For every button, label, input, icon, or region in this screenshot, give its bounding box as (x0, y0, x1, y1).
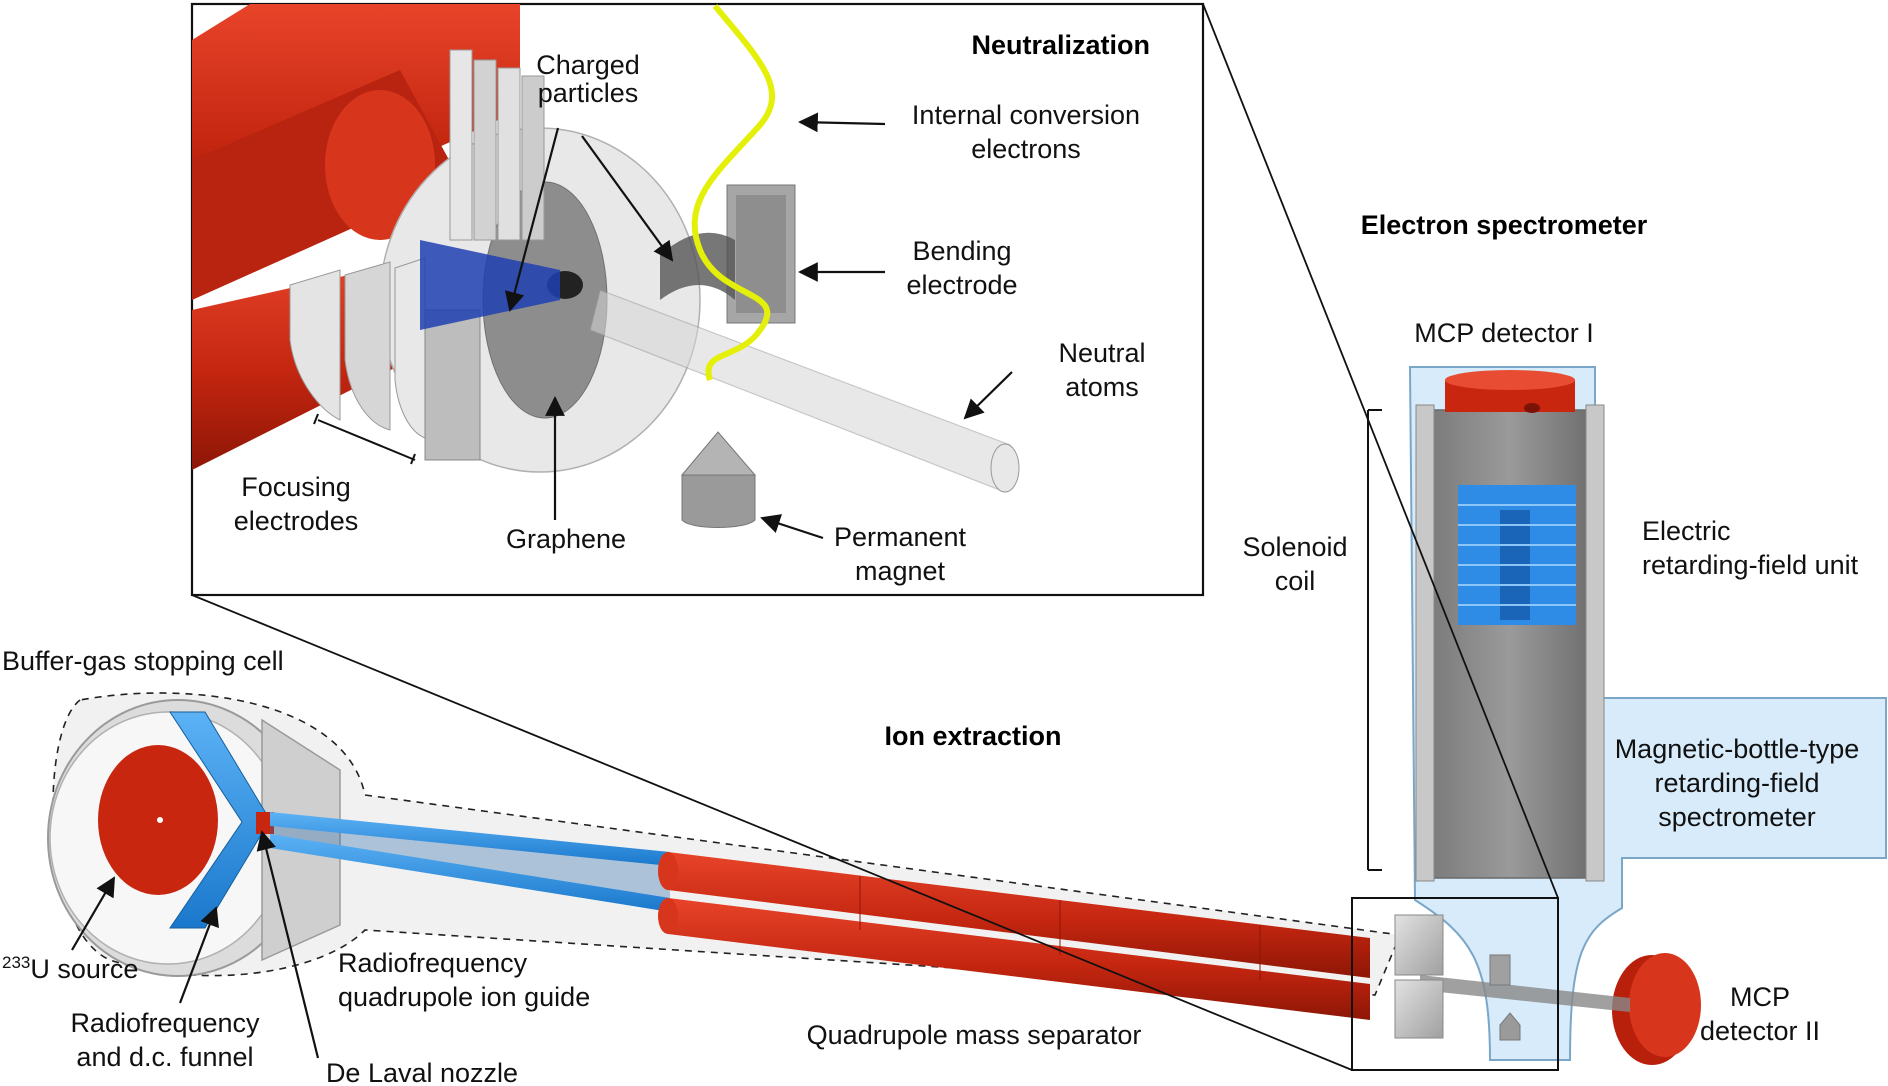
label-mcp-detector-2-2: detector II (1700, 1016, 1820, 1046)
label-mcp-detector-1: MCP detector I (1414, 318, 1594, 348)
annotation-arrows (71, 112, 1382, 1059)
label-magnetic-bottle-2: retarding-field (1654, 768, 1819, 798)
retarding-field-unit-shape (1458, 485, 1576, 625)
label-rf-quadrupole-guide-1: Radiofrequency (338, 948, 528, 978)
label-source: 233U source (2, 953, 138, 984)
label-source-isotope: 233 (2, 953, 30, 972)
heading-ion-extraction: Ion extraction (884, 721, 1061, 751)
label-rf-dc-funnel-1: Radiofrequency (70, 1008, 260, 1038)
lower-focusing-electrodes (289, 257, 481, 461)
buffer-gas-cell (47, 699, 341, 977)
label-rf-quadrupole-guide-2: quadrupole ion guide (338, 982, 590, 1012)
label-bending-electrode-2: electrode (906, 270, 1017, 300)
label-neutral-atoms-2: atoms (1065, 372, 1139, 402)
label-charged-particles-1: Charged (536, 50, 640, 80)
label-solenoid-coil-1: Solenoid (1242, 532, 1347, 562)
label-charged-particles-2: particles (538, 78, 639, 108)
label-focusing-electrodes-2: electrodes (234, 506, 359, 536)
neutral-atoms-beam (589, 289, 1020, 493)
label-graphene: Graphene (506, 524, 626, 554)
label-internal-conversion-1: Internal conversion (912, 100, 1140, 130)
electron-spectrometer-section (1394, 366, 1887, 1065)
neutralization-inset (190, 2, 1205, 597)
zoom-region-box (1351, 897, 1559, 1071)
mcp-detector-2-shape (1612, 953, 1701, 1065)
rf-quadrupole-guide (270, 812, 670, 912)
bending-electrode-shape (660, 184, 796, 324)
heading-neutralization: Neutralization (971, 30, 1150, 60)
label-mcp-detector-2-1: MCP (1730, 982, 1790, 1012)
label-internal-conversion-2: electrons (971, 134, 1081, 164)
label-neutral-atoms-1: Neutral (1058, 338, 1145, 368)
label-focusing-electrodes-1: Focusing (241, 472, 351, 502)
label-source-text: U source (30, 954, 138, 984)
permanent-magnet-shape (680, 431, 757, 528)
label-magnetic-bottle-3: spectrometer (1658, 802, 1816, 832)
quadrupole-mass-separator (658, 852, 1370, 1020)
label-quadrupole-mass-separator: Quadrupole mass separator (807, 1020, 1142, 1050)
label-bending-electrode-1: Bending (912, 236, 1011, 266)
label-solenoid-coil-2: coil (1275, 566, 1316, 596)
label-retarding-unit-2: retarding-field unit (1642, 550, 1859, 580)
label-de-laval-nozzle: De Laval nozzle (326, 1058, 518, 1086)
label-retarding-unit-1: Electric (1642, 516, 1731, 546)
mcp-detector-1-shape (1445, 370, 1575, 413)
label-buffer-gas-cell: Buffer-gas stopping cell (2, 646, 284, 676)
upper-focusing-electrodes (449, 49, 545, 241)
label-rf-dc-funnel-2: and d.c. funnel (76, 1042, 253, 1072)
heading-electron-spectrometer: Electron spectrometer (1361, 210, 1648, 240)
conversion-electron-path (691, 4, 775, 381)
label-permanent-magnet-2: magnet (855, 556, 946, 586)
label-magnetic-bottle-1: Magnetic-bottle-type (1615, 734, 1860, 764)
label-permanent-magnet-1: Permanent (834, 522, 967, 552)
ion-extraction-section (47, 692, 1402, 1020)
